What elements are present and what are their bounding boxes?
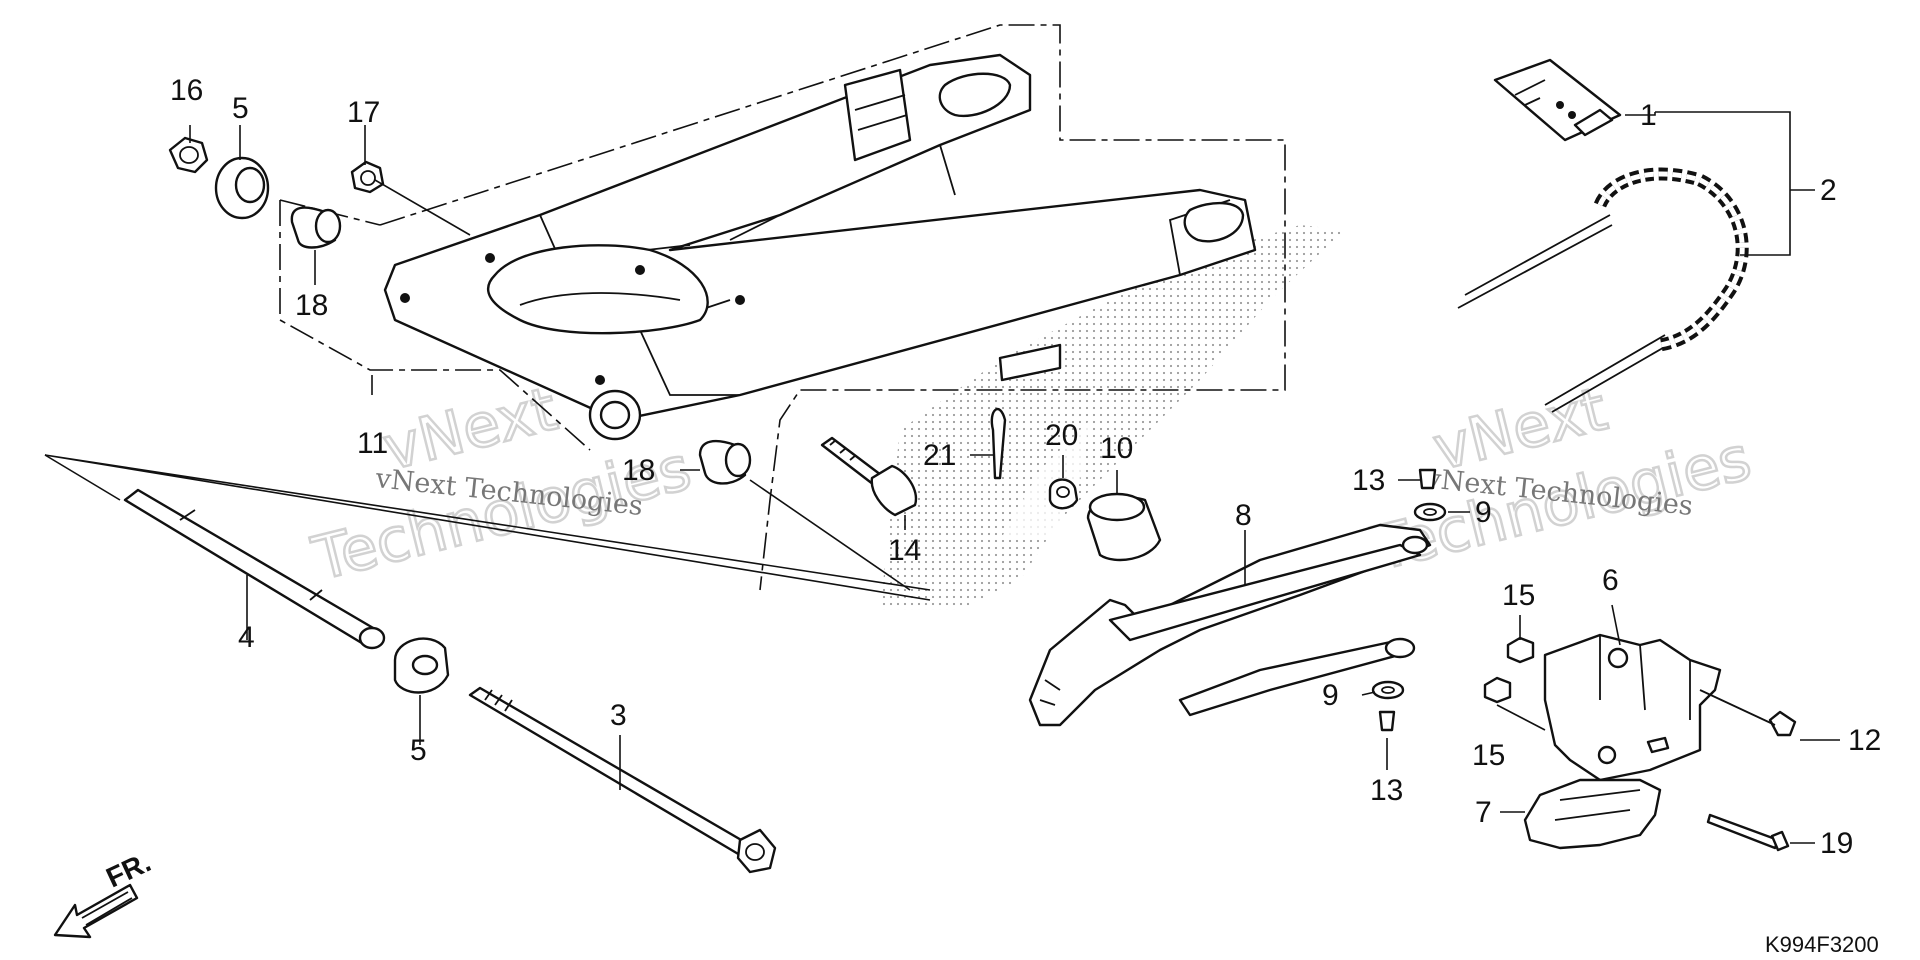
callout-9-top: 9	[1475, 496, 1492, 529]
callout-17: 17	[347, 96, 380, 129]
nut-part-16	[168, 136, 209, 174]
callout-14: 14	[888, 534, 921, 567]
callout-4: 4	[238, 621, 255, 654]
pivot-bolt-part-3	[468, 686, 777, 874]
callout-13-bottom: 13	[1370, 774, 1403, 807]
callout-1: 1	[1640, 99, 1657, 132]
callout-6: 6	[1602, 564, 1619, 597]
roller-part-10	[1086, 492, 1162, 562]
bolt-part-13-bottom	[1378, 710, 1396, 732]
washer-part-20	[1048, 478, 1079, 510]
callout-5-bottom: 5	[410, 734, 427, 767]
bearing-part-5-top	[214, 156, 270, 220]
front-label: FR.	[101, 846, 155, 893]
callout-11: 11	[357, 427, 388, 460]
bushing-part-18-top	[290, 206, 342, 249]
slider-part-7	[1523, 778, 1662, 850]
stipple-shading	[880, 225, 1345, 610]
callout-18-bottom: 18	[622, 454, 655, 487]
bolt-part-19	[1706, 813, 1790, 852]
bolt-part-12	[1699, 689, 1797, 737]
callout-20: 20	[1045, 419, 1078, 452]
washer-part-9-top	[1413, 502, 1447, 522]
callout-5-top: 5	[232, 92, 249, 125]
callout-15-top: 15	[1502, 579, 1535, 612]
callout-12: 12	[1848, 724, 1881, 757]
callout-7: 7	[1475, 796, 1492, 829]
callout-9-bottom: 9	[1322, 679, 1339, 712]
callout-15-bottom: 15	[1472, 739, 1505, 772]
callout-19: 19	[1820, 827, 1853, 860]
callout-13-top: 13	[1352, 464, 1385, 497]
callout-8: 8	[1235, 499, 1252, 532]
bushing-part-18-bottom	[698, 439, 752, 485]
stipple-shading-inner	[1000, 420, 1090, 540]
callout-2: 2	[1820, 174, 1837, 207]
bearing-part-5-bottom	[393, 637, 450, 694]
bolt-part-14	[820, 436, 918, 517]
bolt-part-13-top	[1418, 468, 1437, 490]
nut-part-17	[350, 160, 385, 194]
callout-16: 16	[170, 74, 203, 107]
nut-part-15-bottom	[1483, 676, 1512, 704]
diagram-code: K994F3200	[1765, 932, 1879, 957]
drive-chain-part-2	[1457, 167, 1749, 413]
callout-3: 3	[610, 699, 627, 732]
leader-lines	[44, 111, 1840, 844]
washer-part-9-bottom	[1371, 680, 1405, 700]
cotter-pin-part-21	[990, 407, 1007, 480]
callout-18-top: 18	[295, 289, 328, 322]
master-link-part-1	[1493, 58, 1622, 142]
callout-10: 10	[1100, 432, 1133, 465]
callouts: 1 2 3 4 5 5 6 7 8 9 9 10 11 12 13 13 14 …	[170, 74, 1881, 860]
nut-part-15-top	[1506, 636, 1535, 664]
swingarm-part	[279, 24, 1286, 591]
chain-guide-part-6	[1543, 633, 1722, 782]
front-direction-indicator: FR.	[53, 846, 155, 939]
callout-21: 21	[923, 439, 956, 472]
pivot-collar-part-4	[123, 488, 386, 650]
chain-slider-part-8	[1028, 523, 1432, 727]
